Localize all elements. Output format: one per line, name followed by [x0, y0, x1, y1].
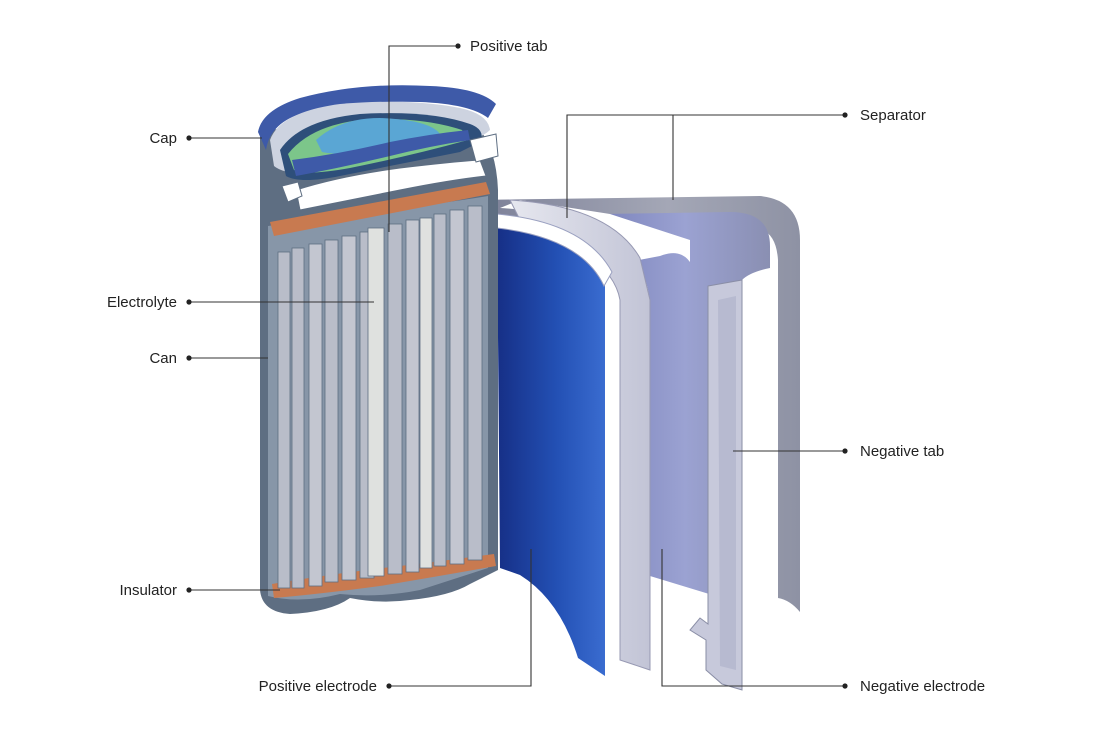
label-insulator: Insulator — [119, 582, 177, 599]
label-negative-tab: Negative tab — [860, 443, 944, 460]
negative-tab-strip — [689, 279, 743, 691]
label-cap: Cap — [149, 130, 177, 147]
cap-assembly — [258, 85, 499, 211]
positive-electrode-sheet — [496, 213, 613, 676]
label-positive-electrode: Positive electrode — [259, 678, 377, 695]
label-can: Can — [149, 350, 177, 367]
electrode-plates — [277, 205, 483, 589]
label-negative-electrode: Negative electrode — [860, 678, 985, 695]
label-electrolyte: Electrolyte — [107, 294, 177, 311]
label-separator: Separator — [860, 107, 926, 124]
labels: Positive tab Cap Separator Electrolyte C… — [107, 38, 985, 695]
label-positive-tab: Positive tab — [470, 38, 548, 55]
label-leaders — [186, 43, 848, 689]
